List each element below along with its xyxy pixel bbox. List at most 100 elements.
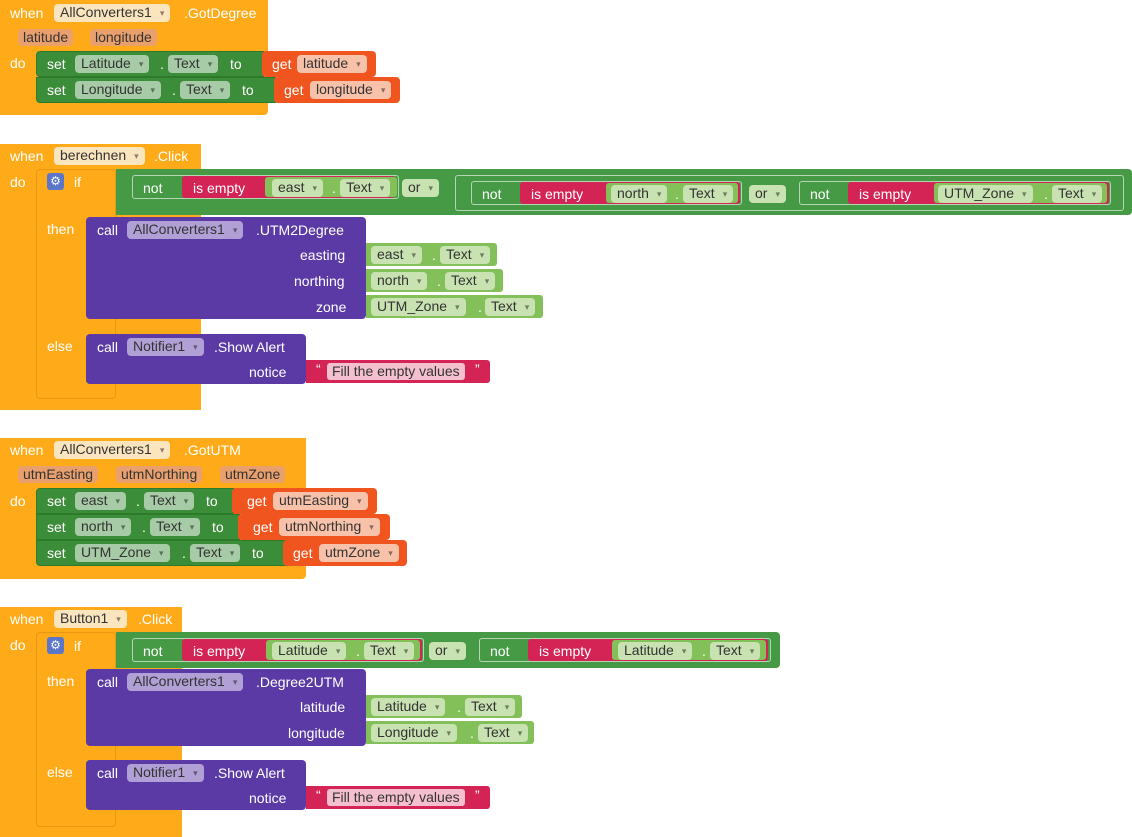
component-dropdown[interactable]: Notifier1 [127,764,204,782]
dot: . [432,247,436,263]
set-north-block[interactable] [36,514,240,540]
param-utmnorthing[interactable]: utmNorthing [116,466,203,483]
call-label: call [97,339,119,355]
not-label: not [143,643,163,659]
gear-icon[interactable]: ⚙ [47,173,64,190]
or-dropdown[interactable]: or [429,642,466,660]
variable-dropdown[interactable]: utmNorthing [279,518,380,536]
component-dropdown[interactable]: UTM_Zone [371,298,466,316]
dot: . [182,545,186,561]
is-empty-label: is empty [193,180,246,196]
set-label: set [47,519,66,535]
get-label: get [272,56,292,72]
component-dropdown[interactable]: north [611,185,668,203]
param-utmeasting[interactable]: utmEasting [18,466,99,483]
else-label: else [47,338,73,354]
or-dropdown[interactable]: or [402,179,439,197]
component-dropdown[interactable]: UTM_Zone [75,544,170,562]
component-dropdown[interactable]: Notifier1 [127,338,204,356]
component-dropdown[interactable]: Longitude [371,724,458,742]
set-label: set [47,56,66,72]
to-label: to [230,56,242,72]
set-label: set [47,545,66,561]
variable-dropdown[interactable]: utmZone [319,544,399,562]
property-dropdown[interactable]: Text [465,698,516,716]
variable-dropdown[interactable]: utmEasting [273,492,368,510]
component-dropdown[interactable]: east [272,179,323,197]
is-empty-label: is empty [859,186,912,202]
property-dropdown[interactable]: Text [1052,185,1103,203]
dot: . [1044,186,1048,202]
gear-icon[interactable]: ⚙ [47,637,64,654]
component-dropdown[interactable]: Longitude [75,81,162,99]
variable-dropdown[interactable]: longitude [310,81,392,99]
text-value[interactable]: Fill the empty values [327,789,465,806]
property-dropdown[interactable]: Text [340,179,391,197]
component-dropdown[interactable]: AllConverters1 [127,221,244,239]
component-dropdown[interactable]: east [75,492,126,510]
component-dropdown[interactable]: UTM_Zone [938,185,1033,203]
get-label: get [293,545,313,561]
dot: . [332,180,336,196]
arg-label: notice [249,790,287,806]
get-label: get [253,519,273,535]
property-dropdown[interactable]: Text [445,272,496,290]
property-dropdown[interactable]: Text [168,55,219,73]
component-dropdown[interactable]: Latitude [371,698,446,716]
property-dropdown[interactable]: Text [683,185,734,203]
not-label: not [143,180,163,196]
to-label: to [206,493,218,509]
to-label: to [242,82,254,98]
component-dropdown[interactable]: north [75,518,132,536]
component-dropdown[interactable]: north [371,272,428,290]
property-dropdown[interactable]: Text [180,81,231,99]
when-label: when [10,148,44,164]
event-name: .Click [154,148,189,164]
component-dropdown[interactable]: Latitude [618,642,693,660]
param-utmzone[interactable]: utmZone [220,466,286,483]
property-dropdown[interactable]: Text [190,544,241,562]
component-dropdown[interactable]: Button1 [54,610,127,628]
quote-open: “ [316,361,321,377]
get-label: get [247,493,267,509]
or-dropdown[interactable]: or [749,185,786,203]
dot: . [470,725,474,741]
variable-dropdown[interactable]: latitude [297,55,367,73]
dot: . [702,643,706,659]
dot: . [478,299,482,315]
arg-label: zone [316,299,347,315]
property-dropdown[interactable]: Text [144,492,195,510]
component-dropdown[interactable]: Latitude [75,55,150,73]
dot: . [437,273,441,289]
property-dropdown[interactable]: Text [485,298,536,316]
param-latitude[interactable]: latitude [18,29,74,46]
call-label: call [97,765,119,781]
to-label: to [212,519,224,535]
property-dropdown[interactable]: Text [150,518,201,536]
event-name: .GotUTM [184,442,241,458]
set-east-block[interactable] [36,488,234,514]
set-latitude-block[interactable] [36,51,264,77]
component-dropdown[interactable]: east [371,246,422,264]
to-label: to [252,545,264,561]
component-dropdown[interactable]: Latitude [272,642,347,660]
call-label: call [97,674,119,690]
do-label: do [10,55,26,71]
method-name: .Degree2UTM [256,674,344,690]
property-dropdown[interactable]: Text [478,724,529,742]
property-dropdown[interactable]: Text [710,642,761,660]
is-empty-label: is empty [531,186,584,202]
component-dropdown[interactable]: AllConverters1 [54,441,171,459]
component-dropdown[interactable]: berechnen [54,147,145,165]
if-label: if [74,174,81,190]
property-dropdown[interactable]: Text [440,246,491,264]
text-value[interactable]: Fill the empty values [327,363,465,380]
component-dropdown[interactable]: AllConverters1 [54,4,171,22]
dot: . [172,82,176,98]
property-dropdown[interactable]: Text [364,642,415,660]
param-longitude[interactable]: longitude [90,29,157,46]
component-dropdown[interactable]: AllConverters1 [127,673,244,691]
dot: . [160,56,164,72]
not-label: not [482,186,502,202]
call-label: call [97,222,119,238]
